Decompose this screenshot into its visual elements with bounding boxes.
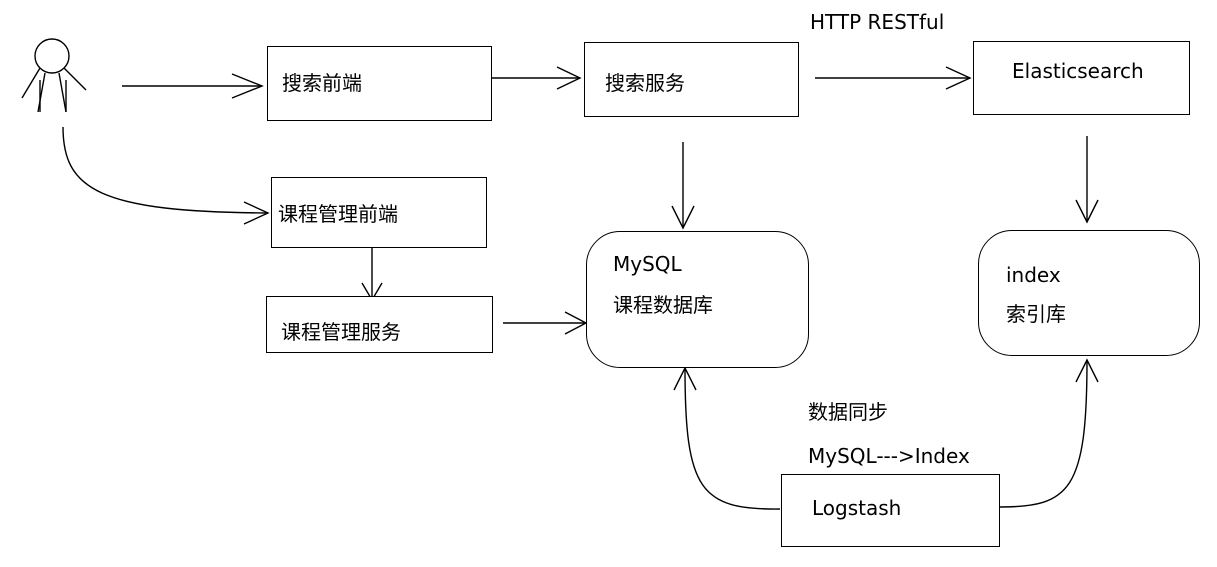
mysql-course-db-box: MySQL 课程数据库 — [586, 231, 809, 368]
arrow-course-service-to-mysql — [503, 311, 588, 335]
user-actor-icon — [21, 38, 87, 113]
course-db-label: 课程数据库 — [613, 293, 713, 317]
course-mgmt-frontend-box: 课程管理前端 — [271, 177, 487, 248]
index-label: index — [1006, 263, 1061, 287]
sync-direction-label: MySQL--->Index — [808, 444, 970, 468]
arrow-logstash-to-index — [999, 358, 1099, 508]
arrow-elasticsearch-to-index — [1075, 136, 1099, 224]
arrow-search-service-to-mysql — [671, 142, 695, 230]
course-mgmt-service-box: 课程管理服务 — [266, 296, 493, 353]
arrow-course-frontend-to-course-service — [361, 247, 383, 302]
search-frontend-box: 搜索前端 — [267, 46, 492, 121]
elasticsearch-label: Elasticsearch — [1012, 59, 1144, 83]
logstash-box: Logstash — [781, 474, 1000, 547]
logstash-label: Logstash — [812, 496, 902, 520]
search-frontend-label: 搜索前端 — [282, 71, 362, 95]
arrow-search-service-to-elasticsearch — [815, 66, 972, 90]
arrow-logstash-to-mysql — [673, 366, 781, 510]
search-service-label: 搜索服务 — [605, 71, 685, 95]
data-sync-label: 数据同步 — [808, 400, 888, 424]
mysql-label: MySQL — [613, 252, 682, 276]
arrow-search-frontend-to-search-service — [492, 66, 582, 90]
http-restful-label: HTTP RESTful — [810, 10, 945, 34]
index-db-label: 索引库 — [1006, 302, 1066, 326]
arrow-user-to-course-mgmt-frontend — [62, 126, 270, 225]
arrow-user-to-search-frontend — [122, 73, 264, 99]
elasticsearch-box: Elasticsearch — [973, 41, 1190, 115]
course-mgmt-frontend-label: 课程管理前端 — [278, 202, 398, 226]
index-box: index 索引库 — [978, 230, 1200, 356]
search-service-box: 搜索服务 — [584, 42, 799, 117]
course-mgmt-service-label: 课程管理服务 — [281, 320, 401, 344]
